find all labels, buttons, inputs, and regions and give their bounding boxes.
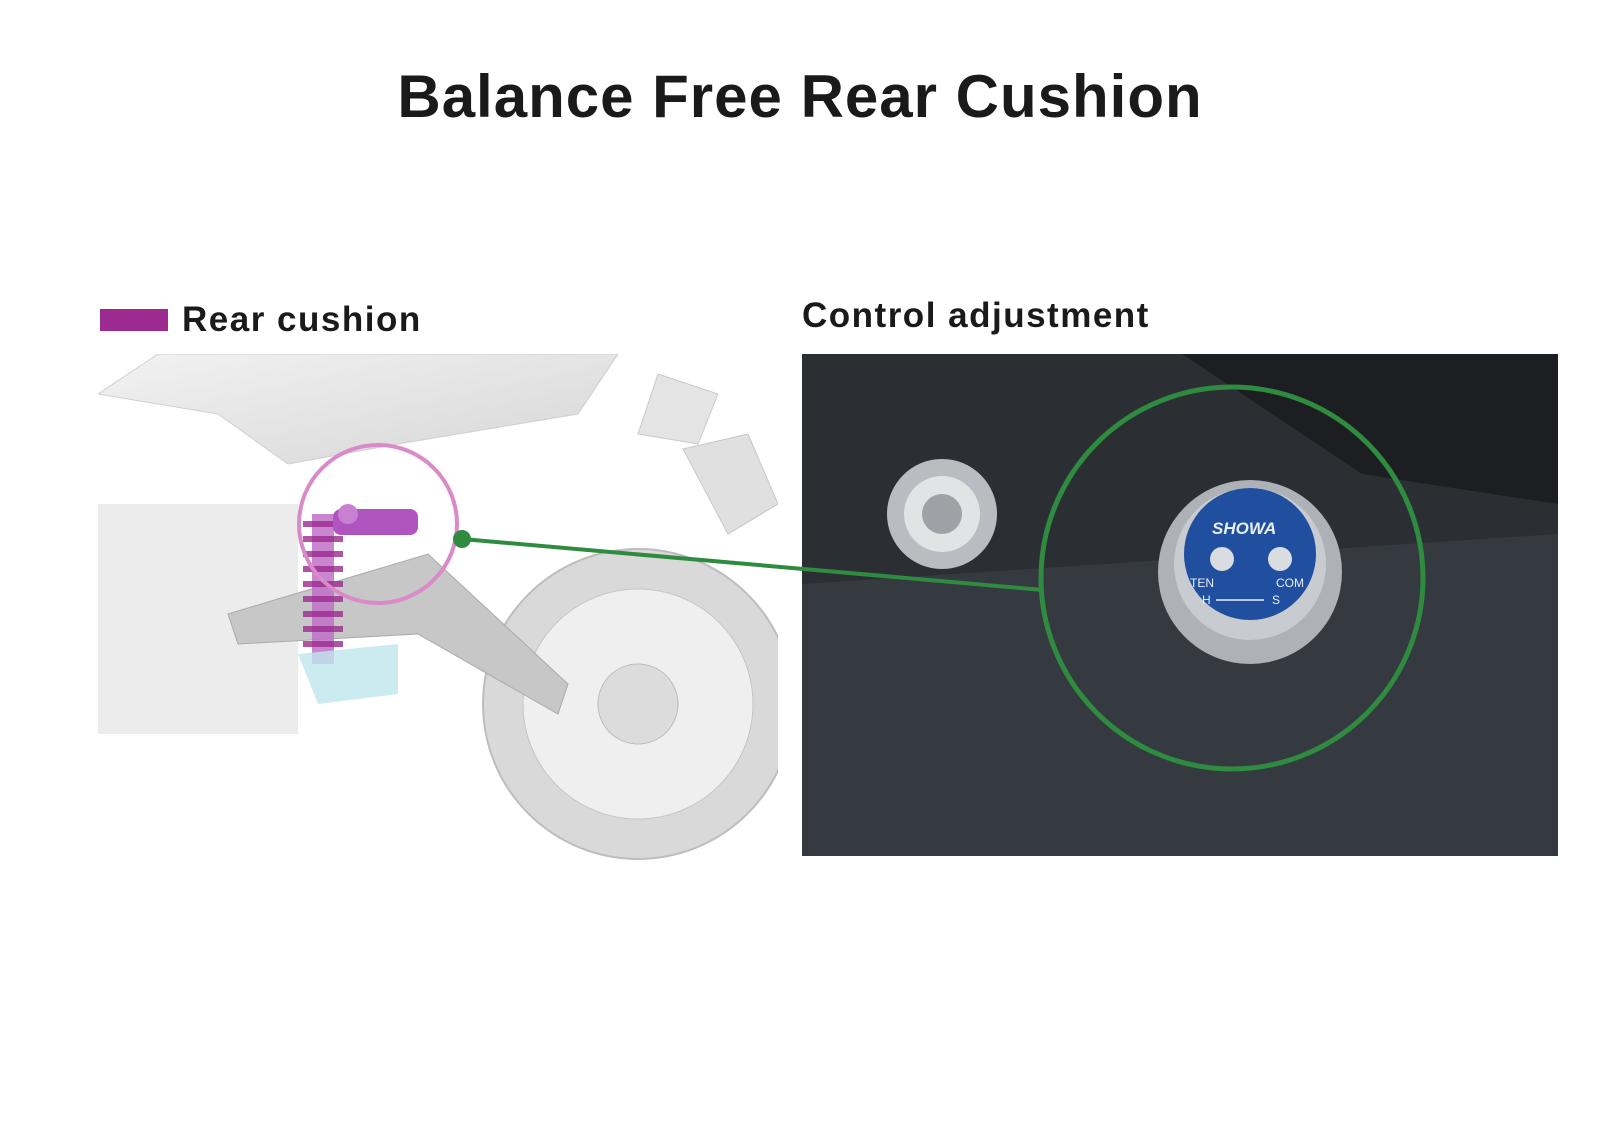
cap-label-h: H [1202, 593, 1211, 607]
ten-adjuster-screw [1210, 547, 1234, 571]
frame-nut [887, 459, 997, 569]
adjuster-cap: SHOWA TEN COM H S [1158, 480, 1342, 664]
adjuster-photo: SHOWA TEN COM H S [802, 354, 1558, 856]
legend: Rear cushion [100, 300, 422, 340]
link-arm [298, 644, 398, 704]
rear-hub [597, 663, 679, 745]
control-adjustment-heading: Control adjustment [802, 296, 1150, 335]
seat-cowl [98, 354, 619, 465]
cap-label-com: COM [1276, 576, 1304, 590]
legend-label-rear-cushion: Rear cushion [182, 300, 422, 339]
cap-label-ten: TEN [1190, 576, 1214, 590]
motorcycle-illustration [98, 354, 778, 864]
license-plate-holder [682, 433, 778, 535]
legend-swatch-rear-cushion [100, 309, 168, 331]
tail-light [637, 373, 719, 445]
cap-label-s: S [1272, 593, 1280, 607]
cap-brand-text: SHOWA [1212, 519, 1276, 538]
com-adjuster-screw [1268, 547, 1292, 571]
page-title: Balance Free Rear Cushion [397, 63, 1203, 130]
